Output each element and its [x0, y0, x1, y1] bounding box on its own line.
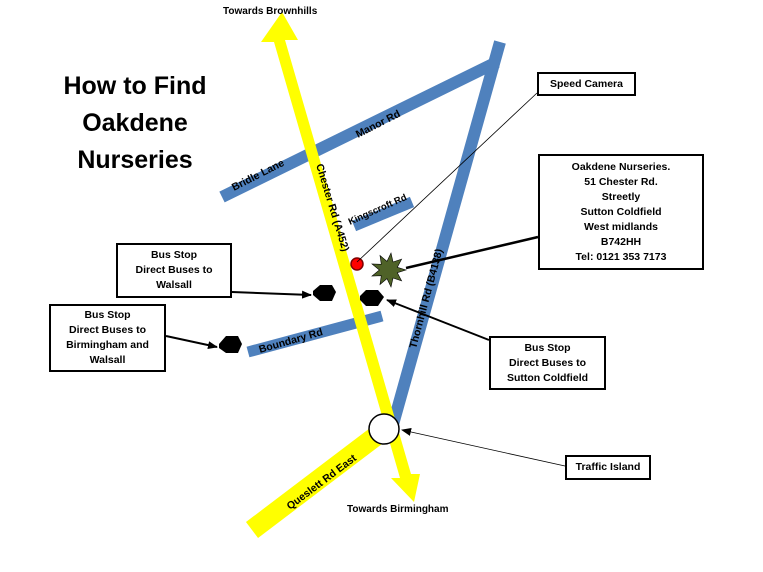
callout-line: Oakdene Nurseries. [571, 160, 671, 173]
callout-line: Walsall [89, 354, 126, 366]
traffic-island-leader [401, 428, 566, 467]
callout-line: Birmingham and [66, 339, 149, 351]
bus-stop-walsall-callout: Bus Stop Direct Buses to Walsall [116, 243, 232, 298]
callout-line: B742HH [600, 235, 642, 248]
callout-line: Tel: 0121 353 7173 [575, 250, 667, 263]
bus-stop-walsall-marker [313, 285, 336, 301]
chester-rd-road [261, 12, 420, 502]
callout-line: 51 Chester Rd. [584, 175, 658, 188]
bus-stop-sutton-leader [386, 299, 490, 341]
callout-line: Direct Buses to [68, 324, 147, 336]
speed-camera-marker [350, 257, 364, 271]
traffic-island-marker [368, 413, 400, 445]
address-callout: Oakdene Nurseries. 51 Chester Rd. Street… [538, 154, 704, 270]
title-line: How to Find [63, 72, 207, 100]
boundary-rd-label: Boundary Rd [258, 326, 325, 356]
callout-line: West midlands [584, 220, 658, 233]
callout-line: Traffic Island [575, 461, 641, 473]
callout-line: Sutton Coldfield [506, 371, 589, 384]
bus-stop-sutton-marker [360, 290, 384, 306]
bus-stop-birmingham-leader [165, 335, 218, 350]
kingscroft-rd-road [351, 196, 415, 232]
towards-brownhills-label: Towards Brownhills [223, 6, 318, 17]
title-line: Nurseries [77, 146, 193, 174]
traffic-island-callout: Traffic Island [565, 455, 651, 480]
callout-line: Streetly [601, 190, 641, 203]
callout-line: Speed Camera [550, 77, 623, 90]
callout-line: Direct Buses to [508, 356, 587, 369]
map-title: How to Find Oakdene Nurseries [40, 68, 230, 179]
bus-stop-walsall-leader [231, 290, 312, 299]
callout-line: Bus Stop [150, 249, 198, 261]
callout-line: Walsall [156, 279, 192, 291]
bus-stop-sutton-callout: Bus Stop Direct Buses to Sutton Coldfiel… [489, 336, 606, 390]
callout-line: Bus Stop [84, 309, 131, 321]
nursery-marker [371, 252, 408, 288]
queslett-rd-east-road [245, 422, 391, 538]
title-line: Oakdene [82, 109, 188, 137]
bus-stop-birmingham-walsall-callout: Bus Stop Direct Buses to Birmingham and … [49, 304, 166, 372]
callout-line: Sutton Coldfield [580, 205, 662, 218]
speed-camera-leader [356, 92, 538, 263]
callout-line: Direct Buses to [135, 264, 213, 276]
bus-stop-birmingham-marker [219, 336, 242, 353]
manor-rd-road [219, 56, 500, 203]
callout-line: Bus Stop [524, 341, 571, 354]
speed-camera-callout: Speed Camera [537, 72, 636, 96]
address-leader [405, 235, 539, 270]
towards-birmingham-label: Towards Birmingham [347, 504, 449, 515]
thornhill-rd-road [386, 40, 506, 430]
